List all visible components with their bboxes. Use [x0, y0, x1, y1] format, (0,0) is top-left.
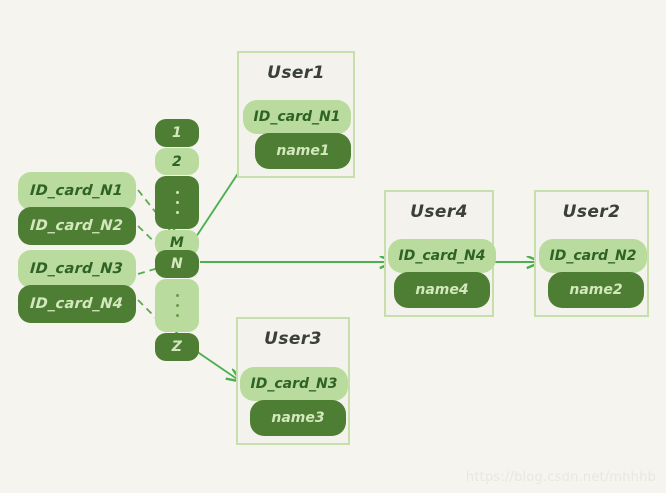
user3-name-field: name3: [250, 400, 346, 436]
id-card-2: ID_card_N2: [18, 207, 136, 245]
hash-bucket-n: N: [155, 250, 199, 278]
id-card-3-label: ID_card_N3: [29, 261, 125, 277]
user1-name-label: name1: [276, 143, 330, 159]
user3-id-label: ID_card_N3: [250, 376, 338, 392]
hash-bucket-m-label: M: [169, 235, 185, 251]
user2-name-field: name2: [548, 272, 644, 308]
id-card-4: ID_card_N4: [18, 285, 136, 323]
user1-id-field: ID_card_N1: [243, 100, 351, 134]
hash-bucket-2: 2: [155, 148, 199, 175]
id-card-2-label: ID_card_N2: [29, 218, 125, 234]
user-box-user3: User3 ID_card_N3 name3: [236, 317, 350, 445]
hash-bucket-z: Z: [155, 333, 199, 361]
watermark: https://blog.csdn.net/mhhhb: [465, 470, 656, 485]
id-card-1: ID_card_N1: [18, 172, 136, 210]
user1-name-field: name1: [255, 133, 351, 169]
user3-name-label: name3: [271, 410, 325, 426]
user1-id-label: ID_card_N1: [253, 109, 341, 125]
vertical-ellipsis-icon: [175, 191, 179, 214]
hash-bucket-n-label: N: [170, 256, 184, 272]
hash-bucket-z-label: Z: [171, 339, 183, 355]
id-card-3: ID_card_N3: [18, 250, 136, 288]
user2-name-label: name2: [569, 282, 623, 298]
user4-id-field: ID_card_N4: [388, 239, 496, 273]
user4-title: User4: [410, 202, 468, 222]
user-box-user4: User4 ID_card_N4 name4: [384, 190, 496, 317]
user3-title: User3: [264, 329, 322, 349]
user2-id-label: ID_card_N2: [549, 248, 637, 264]
hash-bucket-ellipsis-bottom: [155, 279, 199, 332]
hash-bucket-2-label: 2: [171, 153, 183, 170]
user4-id-label: ID_card_N4: [398, 248, 486, 264]
id-card-4-label: ID_card_N4: [29, 296, 125, 312]
user1-title: User1: [267, 63, 325, 83]
hash-bucket-ellipsis-top: [155, 176, 199, 229]
id-card-1-label: ID_card_N1: [29, 183, 125, 199]
user3-id-field: ID_card_N3: [240, 367, 348, 401]
hash-bucket-1: 1: [155, 119, 199, 147]
user4-name-field: name4: [394, 272, 490, 308]
user2-title: User2: [562, 202, 621, 222]
user-box-user1: User1 ID_card_N1 name1: [237, 51, 355, 178]
vertical-ellipsis-icon: [175, 294, 179, 317]
hash-bucket-1-label: 1: [171, 125, 183, 141]
user-box-user2: User2 ID_card_N2 name2: [534, 190, 649, 317]
user4-name-label: name4: [415, 282, 469, 298]
user2-id-field: ID_card_N2: [539, 239, 647, 273]
